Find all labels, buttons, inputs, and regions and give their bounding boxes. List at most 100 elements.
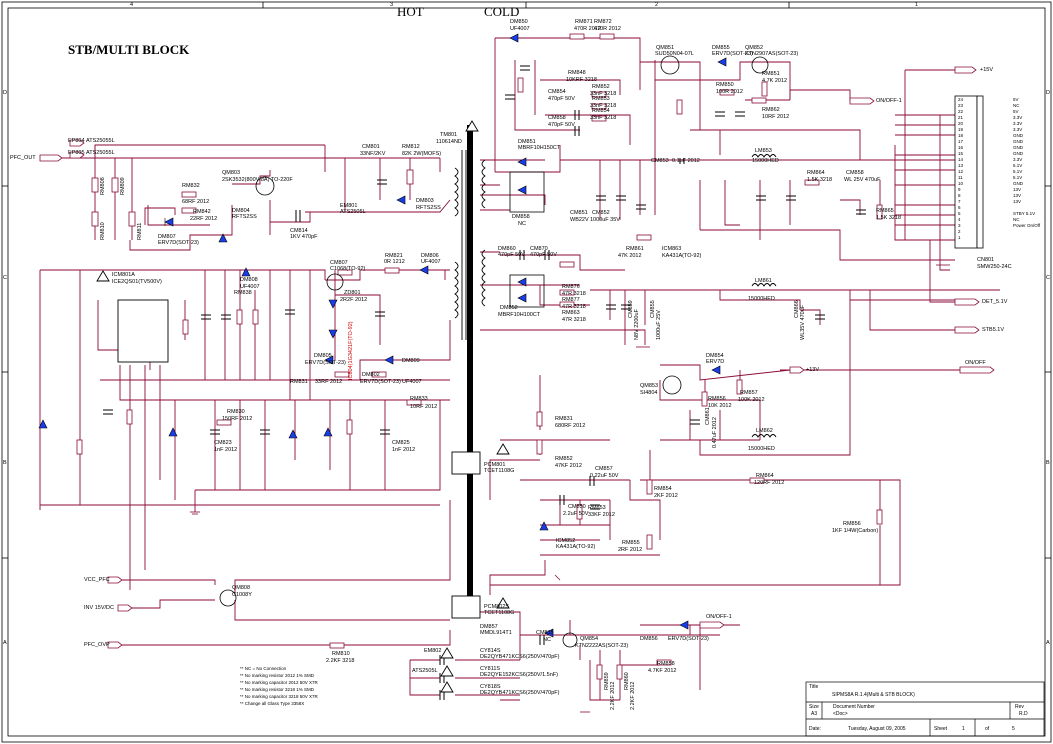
lm853-ref: LM853 (755, 148, 772, 154)
tick-top-1: 1 (915, 2, 919, 8)
cn-signal: 3.3V (1013, 157, 1023, 162)
rm876-val: 47R 3218 (562, 291, 586, 297)
cm825-val: 1nF 2012 (392, 447, 416, 453)
icm863-ref: ICM863 (662, 246, 682, 252)
dm851-val: MBRF10H150CT (518, 145, 561, 151)
rm831b-val: 680RF 2012 (555, 423, 586, 429)
cn-pin: 16 (958, 145, 964, 150)
note-line: ** No marking resistor 3218 1% SMD (240, 687, 315, 692)
icm852-ref: ICM852 (556, 538, 576, 544)
rm856b-val: 1KF 1/4W(Carbon) (832, 528, 879, 534)
cn-signal: 3.3V (1013, 115, 1023, 120)
cy811s-ref: CY811S (480, 666, 501, 672)
cm854-val: 470pF 50V (548, 96, 575, 102)
diodes (38, 33, 727, 638)
tm801-val: 110614ND (436, 139, 462, 145)
rm857-ref: RM857 (740, 390, 758, 396)
cm854-ref: CM854 (548, 89, 566, 95)
rm871-ref: RM871 (575, 19, 593, 25)
lm853-val: 15000HED (752, 158, 779, 164)
note-line: ** No marking capacitor 2012 50V X7R (240, 680, 318, 685)
cn-pin: 11 (958, 175, 963, 180)
rm811-ref: RM811 (137, 222, 143, 240)
net-inv-15v: INV 15V/DC (84, 605, 114, 611)
rm860-val: 2.2KF 2012 (630, 681, 636, 710)
cm807-val: C1068(TO-92) (330, 266, 366, 272)
cn-pin: 4 (958, 217, 961, 222)
cn-pin: 17 (958, 139, 964, 144)
rm831-val: 33RF 2012 (315, 379, 343, 385)
title-block-rev-label: Rev (1015, 704, 1024, 710)
cn-pin: 15 (958, 151, 964, 156)
hot-label: HOT (397, 4, 424, 19)
net-on-off: ON/OFF (965, 360, 986, 366)
zd-ref: ZD801 (344, 290, 361, 296)
zd-val: 2R2F 2012 (340, 297, 368, 303)
cm853-val: 0.1uF 2012 (672, 158, 700, 164)
rm865-val: 1.5K 3218 (876, 215, 902, 221)
cn-pin: 19 (958, 127, 964, 132)
lm862-val: 15000HED (748, 446, 775, 452)
rm853b-ref: RM853 (588, 505, 606, 511)
dm804-val: RFTS2SS (232, 214, 257, 220)
rm850-val: 100R 2012 (716, 89, 743, 95)
dm805-val: ERV7D(SOT-23) (305, 360, 346, 366)
net-stb-5v: STB5.1V (982, 327, 1005, 333)
qm851-val: SUD50N04-07L (655, 51, 694, 57)
cm807-ref: CM807 (330, 260, 348, 266)
rm854b-val: 2KF 2012 (654, 493, 678, 499)
net-pfc-out: PFC_OUT (10, 155, 36, 161)
wires (39, 37, 1000, 701)
dm850-ref: DM850 (510, 19, 528, 25)
title-block-rev: R.D (1019, 711, 1028, 717)
dm806-ref: DM806 (421, 253, 439, 259)
cm861-val: 0.47uF 2012 (712, 417, 718, 448)
net-pfc-ovp: PFC_OVP (84, 642, 110, 648)
title-block-title-label: Title (809, 684, 819, 690)
pcm801-ref: PCM801 (484, 462, 506, 468)
title-block-docnum-label: Document Number (833, 704, 875, 710)
title-block-date: Tuesday, August 09, 2005 (848, 726, 906, 732)
rm854-val: 33nF 3218 (590, 115, 617, 121)
rm856-val: 10K 2012 (708, 403, 732, 409)
cn801-val: SMW250-24C (977, 264, 1012, 270)
cm853-ref: CM853 (651, 158, 669, 164)
tick-side-b-right: B (1046, 460, 1050, 466)
lm861-val: 15000HED (748, 296, 775, 302)
title-block-of: 5 (1012, 726, 1015, 732)
dm855-ref: DM855 (712, 45, 730, 51)
cm815-ref: CM815 (536, 630, 554, 636)
qm803-ref: QM803 (222, 170, 241, 176)
tick-side-a-right: A (1046, 640, 1050, 646)
title-block-size-label: Size (809, 704, 819, 710)
cn-pin: 18 (958, 133, 964, 138)
dm804-ref: DM804 (232, 208, 250, 214)
title-block-title: SIPMS8A R.1.4(Multi & STB BLOCK) (832, 692, 915, 698)
cn-signal: STBY 5.1V (1013, 211, 1036, 216)
cn-pin: 10 (958, 181, 964, 186)
rm842-val: 22RF 2012 (190, 216, 218, 222)
rm859-val: 2.2KF 2012 (610, 681, 616, 710)
cn-signal: NC (1013, 217, 1020, 222)
rm854-ref: RM854 (592, 108, 610, 114)
dm858-val: NC (518, 221, 526, 227)
icm852-val: KA431A(TO-92) (556, 544, 596, 550)
note-line: ** Change all Glass Type 3358X (240, 701, 305, 706)
net-plus13v: +13V (806, 367, 819, 373)
rm830-val: 150RF 2012 (222, 416, 253, 422)
cm815-val: NC (543, 637, 551, 643)
cy814s-val: DE2QYB471KCS6(250V/470pF) (480, 654, 560, 660)
cn-signal: GND (1013, 181, 1023, 186)
net-det-5v: DET_5.1V (982, 299, 1008, 305)
cn-signal: 5V (1013, 97, 1019, 102)
cn-pin: 14 (958, 157, 964, 162)
rm861-val: 47K 2012 (618, 253, 642, 259)
rm821-val: 0R 1212 (384, 259, 405, 265)
rm864b-ref: RM864 (756, 473, 774, 479)
cm866-val: WL35V 470uF (800, 304, 806, 340)
dm808-ref: DM808 (240, 277, 258, 283)
cm852-val: 1000uF 35V (590, 217, 620, 223)
cy818s-ref: CY818S (480, 684, 501, 690)
rm862-val: 10RF 2012 (762, 114, 790, 120)
ground-symbols (190, 264, 950, 713)
